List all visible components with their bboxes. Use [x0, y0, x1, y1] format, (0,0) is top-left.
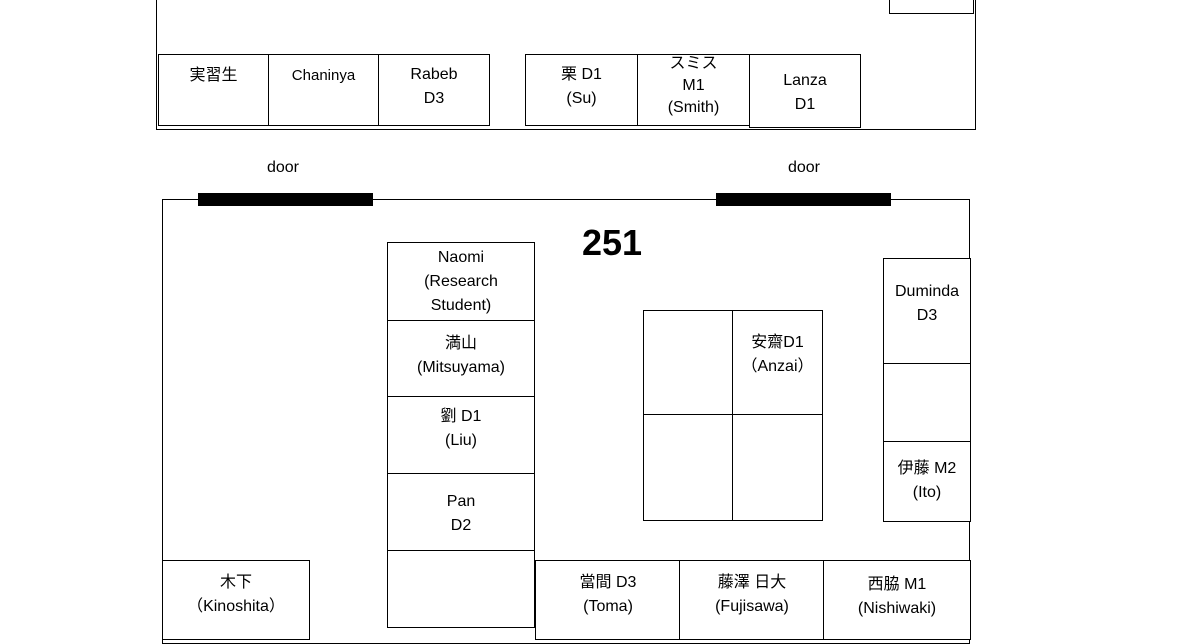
desk-duminda: Duminda D3 [883, 258, 971, 365]
desk-ito: 伊藤 M2 (Ito) [883, 441, 971, 522]
desk-liu: 劉 D1 (Liu) [387, 396, 535, 475]
door-label-left: door [266, 159, 300, 176]
desk-naomi: Naomi (Research Student) [387, 242, 535, 322]
desk-anzai: 安齋D1 （Anzai） [732, 310, 823, 416]
desk-mitsuyama: 満山 (Mitsuyama) [387, 320, 535, 398]
door-label-right: door [787, 159, 821, 176]
desk-toma: 當間 D3 (Toma) [535, 560, 681, 640]
upper-room-corner-box [889, 0, 974, 14]
desk-smith: スミス M1 (Smith) [637, 54, 750, 126]
desk-rabeb: Rabeb D3 [378, 54, 490, 126]
desk-pan: Pan D2 [387, 473, 535, 552]
desk-center-bottom-left [643, 414, 734, 521]
desk-center-top-left [643, 310, 734, 416]
desk-empty-right-column [883, 363, 971, 443]
desk-kinoshita: 木下 （Kinoshita） [162, 560, 310, 640]
room-number: 251 [582, 222, 643, 263]
upper-room-outline [156, 0, 976, 130]
desk-lanza: Lanza D1 [749, 54, 861, 128]
desk-su: 栗 D1 (Su) [525, 54, 638, 126]
desk-chaninya: Chaninya [268, 54, 379, 126]
door-right[interactable] [716, 193, 891, 206]
desk-center-bottom-right [732, 414, 823, 521]
door-left[interactable] [198, 193, 373, 206]
desk-jisshusei: 実習生 [158, 54, 269, 126]
desk-empty-middle-column [387, 550, 535, 628]
desk-fujisawa: 藤澤 日大 (Fujisawa) [679, 560, 825, 640]
desk-nishiwaki: 西脇 M1 (Nishiwaki) [823, 560, 971, 640]
